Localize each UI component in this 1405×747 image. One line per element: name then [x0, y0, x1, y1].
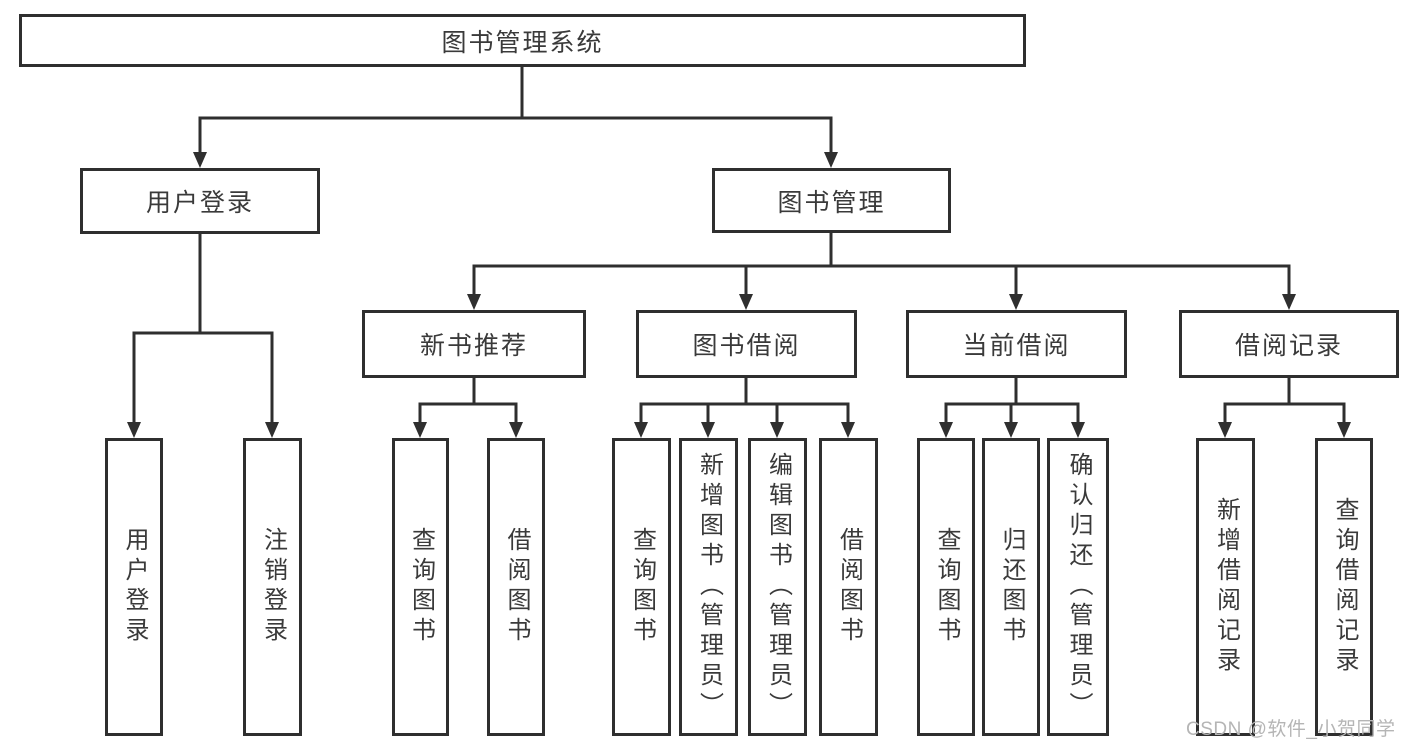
leaf-cb-confirm-return-admin: 确认归还（管理员）: [1047, 438, 1109, 736]
leaf-rec-borrow-book: 借阅图书: [487, 438, 545, 736]
connector-new-book-recommend-to-leaves: [413, 378, 523, 438]
leaf-br-query-record: 查询借阅记录: [1315, 438, 1373, 736]
node-borrow-records: 借阅记录: [1179, 310, 1399, 378]
arrowhead: [841, 422, 855, 438]
leaf-cb-query-book: 查询图书: [917, 438, 975, 736]
watermark: CSDN @软件_小贺同学: [1186, 719, 1396, 740]
arrowhead: [634, 422, 648, 438]
connector-borrow-records-to-leaves: [1218, 378, 1351, 438]
arrowhead: [509, 422, 523, 438]
leaf-user-login: 用户登录: [105, 438, 163, 736]
arrowhead: [1009, 294, 1023, 310]
line: [944, 378, 1080, 422]
leaf-bb-borrow-book: 借阅图书: [819, 438, 878, 736]
leaf-cb-return-book: 归还图书: [982, 438, 1040, 736]
arrowhead: [193, 152, 207, 168]
line: [1223, 378, 1346, 422]
leaf-rec-query-book: 查询图书: [392, 438, 449, 736]
node-new-book-recommend: 新书推荐: [362, 310, 586, 378]
connector-current-borrow-to-leaves: [939, 378, 1085, 438]
line: [198, 67, 833, 152]
line: [472, 233, 1291, 294]
node-book-management: 图书管理: [712, 168, 951, 233]
arrowhead: [701, 422, 715, 438]
line: [418, 378, 518, 422]
arrowhead: [1071, 422, 1085, 438]
connector-user-login-to-leaves: [127, 234, 279, 438]
node-book-borrow: 图书借阅: [636, 310, 857, 378]
line: [639, 378, 850, 422]
arrowhead: [824, 152, 838, 168]
arrowhead: [1218, 422, 1232, 438]
arrowhead: [127, 422, 141, 438]
node-current-borrow: 当前借阅: [906, 310, 1127, 378]
arrowhead: [739, 294, 753, 310]
line: [132, 234, 274, 422]
connector-book-management-to-level3: [467, 233, 1296, 310]
leaf-bb-query-book: 查询图书: [612, 438, 671, 736]
arrowhead: [265, 422, 279, 438]
leaf-bb-add-book-admin: 新增图书（管理员）: [679, 438, 738, 736]
leaf-br-add-record: 新增借阅记录: [1196, 438, 1255, 736]
node-user-login: 用户登录: [80, 168, 320, 234]
arrowhead: [413, 422, 427, 438]
leaf-logout-login: 注销登录: [243, 438, 302, 736]
arrowhead: [1337, 422, 1351, 438]
connector-root-to-level2: [193, 67, 838, 168]
connector-book-borrow-to-leaves: [634, 378, 855, 438]
node-library-system: 图书管理系统: [19, 14, 1026, 67]
arrowhead: [467, 294, 481, 310]
arrowhead: [1004, 422, 1018, 438]
arrowhead: [770, 422, 784, 438]
arrowhead: [1282, 294, 1296, 310]
arrowhead: [939, 422, 953, 438]
leaf-bb-edit-book-admin: 编辑图书（管理员）: [748, 438, 807, 736]
